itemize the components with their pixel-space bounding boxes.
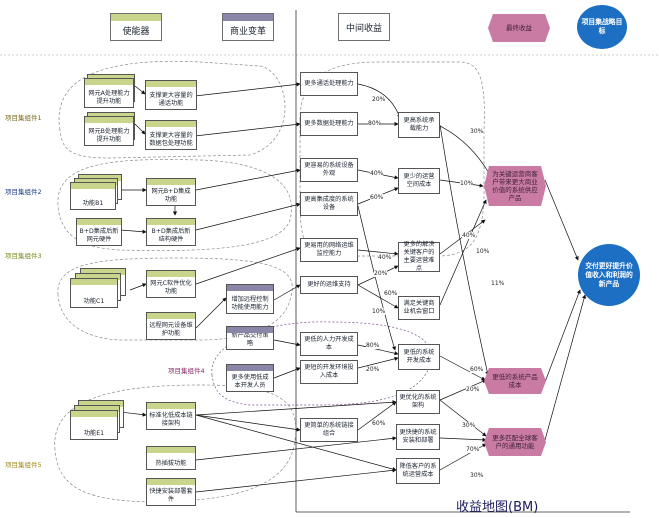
benefit-integration: 更高集成度的系统设备 bbox=[300, 192, 358, 216]
change-remote-maintenance: 远程网元设备维护功能 bbox=[146, 312, 196, 340]
change-fast-install: 快捷安装部署套件 bbox=[146, 478, 196, 506]
group3-outline bbox=[57, 257, 293, 341]
pct-label: 60% bbox=[470, 366, 484, 373]
group-label-1: 项目集组件1 bbox=[5, 114, 42, 122]
pct-label: 40% bbox=[462, 232, 476, 239]
group1-outline bbox=[58, 60, 286, 159]
group5-outline bbox=[54, 384, 297, 503]
change-call-capacity: 支撑更大容量的通话功能 bbox=[145, 80, 197, 110]
benefit-architecture: 更优化的系统架构 bbox=[396, 390, 440, 414]
change-c-software: 网元C软件优化功能 bbox=[146, 270, 196, 298]
pct-label: 10% bbox=[372, 308, 386, 315]
pct-label: 10% bbox=[476, 248, 490, 255]
diagram-caption: 收益地图(BM) bbox=[456, 500, 539, 515]
pct-label: 30% bbox=[470, 472, 484, 479]
enabler-function-e1: 功能E1 bbox=[70, 410, 118, 440]
final-benefit-common-features: 更多匹配全球客户的通用功能 bbox=[484, 428, 546, 456]
change-bd-integration: 网元B+D集成功能 bbox=[146, 178, 196, 206]
pct-label: 20% bbox=[372, 96, 386, 103]
benefit-ops-cost: 降低客户的系统运营成本 bbox=[396, 458, 440, 484]
group2-outline bbox=[57, 159, 292, 251]
benefit-monitoring: 更易用的网络运维监控能力 bbox=[300, 238, 358, 262]
pct-label: 11% bbox=[491, 280, 505, 287]
benefit-labor-cost: 更低的人力开发成本 bbox=[300, 332, 358, 356]
pct-label: 40% bbox=[378, 254, 392, 261]
pct-label: 30% bbox=[462, 422, 476, 429]
pct-label: 60% bbox=[370, 194, 384, 201]
benefit-space-cost: 更少的运营空间成本 bbox=[398, 168, 440, 194]
pct-label: 20% bbox=[374, 270, 388, 277]
pct-label: 80% bbox=[366, 342, 380, 349]
pct-label: 20% bbox=[466, 386, 480, 393]
benefit-ops-support: 更好的运维支持 bbox=[300, 276, 358, 294]
group-label-2: 项目集组件2 bbox=[5, 188, 42, 196]
pct-label: 70% bbox=[466, 446, 480, 453]
pct-label: 60% bbox=[372, 420, 386, 427]
final-benefit-value-product: 为关键运营商客户带来更大商业价值的系统供应产品 bbox=[484, 166, 546, 206]
pct-label: 20% bbox=[366, 366, 380, 373]
enabler-network-b: 网元B处理能力提升功能 bbox=[84, 116, 134, 146]
header-business-change: 商业变革 bbox=[222, 13, 274, 41]
header-enabler: 使能器 bbox=[110, 13, 162, 41]
pct-label: 10% bbox=[460, 180, 474, 187]
change-bd-structure: B+D集成后新结构硬件 bbox=[146, 218, 196, 246]
benefit-system-load: 更高系统承载能力 bbox=[398, 112, 440, 138]
benefit-env-cost: 更短的开发环境投入成本 bbox=[300, 360, 358, 384]
pct-label: 80% bbox=[368, 120, 382, 127]
benefit-link-combo: 更简单的系统链接组合 bbox=[300, 418, 358, 442]
benefit-dev-cost: 更低的系统开发成本 bbox=[398, 344, 440, 370]
change-remote-control: 增加远程控制功能使用能力 bbox=[226, 284, 274, 314]
benefit-device-appearance: 更容易的系统设备外观 bbox=[300, 158, 358, 182]
header-strategic-goal: 项目集战略目标 bbox=[577, 5, 627, 49]
change-low-cost-dev: 更多使用低成本开发人员 bbox=[226, 364, 274, 392]
benefit-fast-deploy: 更快捷的系统安装和部署 bbox=[396, 424, 440, 450]
benefit-customer-pain: 更多的解决关键客户的主要运营难点 bbox=[398, 241, 440, 272]
enabler-function-b1: 功能B1 bbox=[70, 182, 116, 210]
benefit-data-capacity: 更多数据处理能力 bbox=[300, 112, 358, 136]
enabler-network-a: 网元A处理能力提升功能 bbox=[84, 78, 134, 108]
group-label-5: 项目集组件5 bbox=[5, 461, 42, 469]
strategic-goal-circle: 交付更好提升价值收入和利润的新产品 bbox=[578, 244, 640, 306]
change-packet-capacity: 支撑更大容量的数据包处理功能 bbox=[145, 120, 197, 150]
benefit-call-capacity: 更多通话处理能力 bbox=[300, 72, 358, 96]
pct-label: 60% bbox=[384, 290, 398, 297]
change-product-strategy: 新产品交付策略 bbox=[226, 326, 274, 350]
enabler-bd-hardware: B+D集成后新网元硬件 bbox=[76, 218, 122, 246]
group-label-4: 项目集组件4 bbox=[168, 367, 205, 375]
benefit-market-window: 满足关键商业机会窗口 bbox=[398, 296, 440, 320]
enabler-function-c1: 功能C1 bbox=[70, 278, 118, 308]
group4-outline bbox=[211, 321, 432, 406]
header-final-benefit: 最终收益 bbox=[488, 14, 550, 42]
change-standard-link: 标准化低成本链接架构 bbox=[146, 402, 196, 430]
group-label-3: 项目集组件3 bbox=[5, 252, 42, 260]
header-intermediate-benefit: 中间收益 bbox=[338, 13, 390, 41]
pct-label: 40% bbox=[370, 170, 384, 177]
pct-label: 30% bbox=[470, 128, 484, 135]
final-benefit-lower-cost: 更低的系统产品成本 bbox=[484, 368, 546, 394]
change-hot-swap: 热插拔功能 bbox=[146, 446, 196, 470]
